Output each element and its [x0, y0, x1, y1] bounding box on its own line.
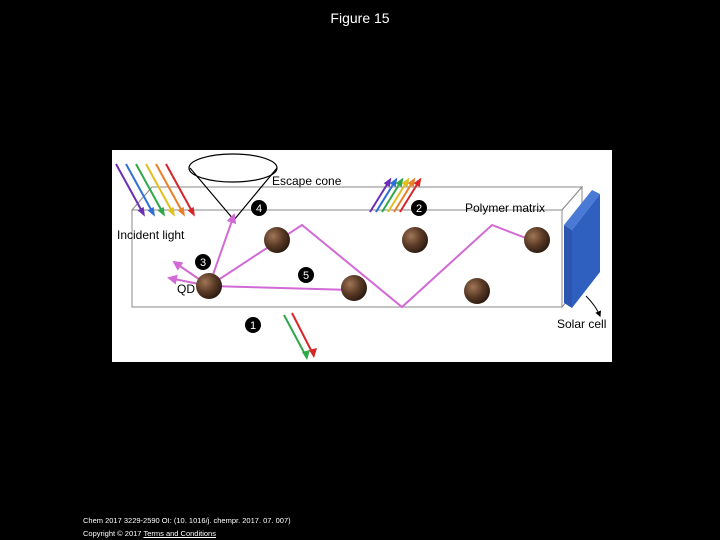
marker-2: 2 — [411, 200, 427, 216]
incident-light-ray — [135, 163, 165, 215]
escape-spectrum-arrowhead — [389, 177, 398, 187]
incident-light-arrowhead — [187, 207, 195, 217]
qd-particle — [402, 227, 428, 253]
escape-spectrum-ray — [381, 179, 403, 213]
incident-light-arrowhead — [157, 207, 165, 217]
transmitted-ray-path — [208, 284, 354, 295]
escape-cone-label: Escape cone — [272, 174, 342, 188]
qd-particle — [464, 278, 490, 304]
qd-particle — [341, 275, 367, 301]
citation-text: Chem 2017 3229-2590 OI: (10. 1016/j. che… — [83, 516, 291, 525]
incident-light-arrowhead — [137, 207, 145, 217]
terms-link[interactable]: Terms and Conditions — [143, 529, 216, 538]
escaping-spectrum-rays — [369, 177, 422, 213]
escape-spectrum-ray — [393, 179, 415, 213]
solar-cell-label: Solar cell — [557, 317, 606, 331]
incident-light-ray — [125, 163, 155, 215]
escape-spectrum-arrowhead — [401, 177, 410, 187]
copyright-text: Copyright © 2017 — [83, 529, 142, 538]
transmitted-rays — [283, 312, 317, 360]
marker-1: 1 — [245, 317, 261, 333]
quantum-dots — [196, 227, 550, 304]
escape-spectrum-arrowhead — [395, 177, 404, 187]
escape-spectrum-ray — [387, 179, 409, 213]
qd-particle — [264, 227, 290, 253]
escape-spectrum-ray — [375, 179, 397, 213]
incident-light-arrowhead — [177, 207, 185, 217]
svg-text:1: 1 — [250, 320, 256, 332]
solar-cell — [564, 190, 600, 308]
incident-light-arrowhead — [167, 207, 175, 217]
incident-light-ray — [115, 163, 145, 215]
escape-spectrum-arrowhead — [407, 177, 416, 187]
incident-light-label: Incident light — [117, 228, 185, 242]
polymer-matrix-label: Polymer matrix — [465, 201, 545, 215]
figure-panel: 1 2 3 4 5 Escape cone Polymer matrix Inc… — [112, 150, 612, 362]
copyright-line: Copyright © 2017 Terms and Conditions — [83, 527, 291, 540]
lsc-diagram: 1 2 3 4 5 Escape cone Polymer matrix Inc… — [115, 153, 606, 360]
marker-4: 4 — [251, 200, 267, 216]
svg-text:2: 2 — [416, 203, 422, 215]
escape-spectrum-ray — [399, 179, 421, 213]
escape-spectrum-arrowhead — [413, 177, 422, 187]
marker-5: 5 — [298, 267, 314, 283]
qd-label: QD — [177, 282, 195, 296]
solar-cell-pointer — [585, 295, 602, 318]
incident-light-arrowhead — [147, 207, 155, 217]
citation-footer: Chem 2017 3229-2590 OI: (10. 1016/j. che… — [83, 514, 291, 540]
qd-particle — [524, 227, 550, 253]
incident-light-ray — [155, 163, 185, 215]
svg-text:3: 3 — [200, 257, 206, 269]
svg-text:4: 4 — [256, 203, 262, 215]
incident-light-rays — [115, 163, 195, 217]
qd-emitter — [196, 273, 222, 299]
incident-light-ray — [145, 163, 175, 215]
marker-3: 3 — [195, 254, 211, 270]
escape-spectrum-ray — [369, 179, 391, 213]
slide-title: Figure 15 — [330, 10, 390, 26]
incident-light-ray — [165, 163, 195, 215]
escape-spectrum-arrowhead — [383, 177, 392, 187]
svg-text:5: 5 — [303, 270, 309, 282]
